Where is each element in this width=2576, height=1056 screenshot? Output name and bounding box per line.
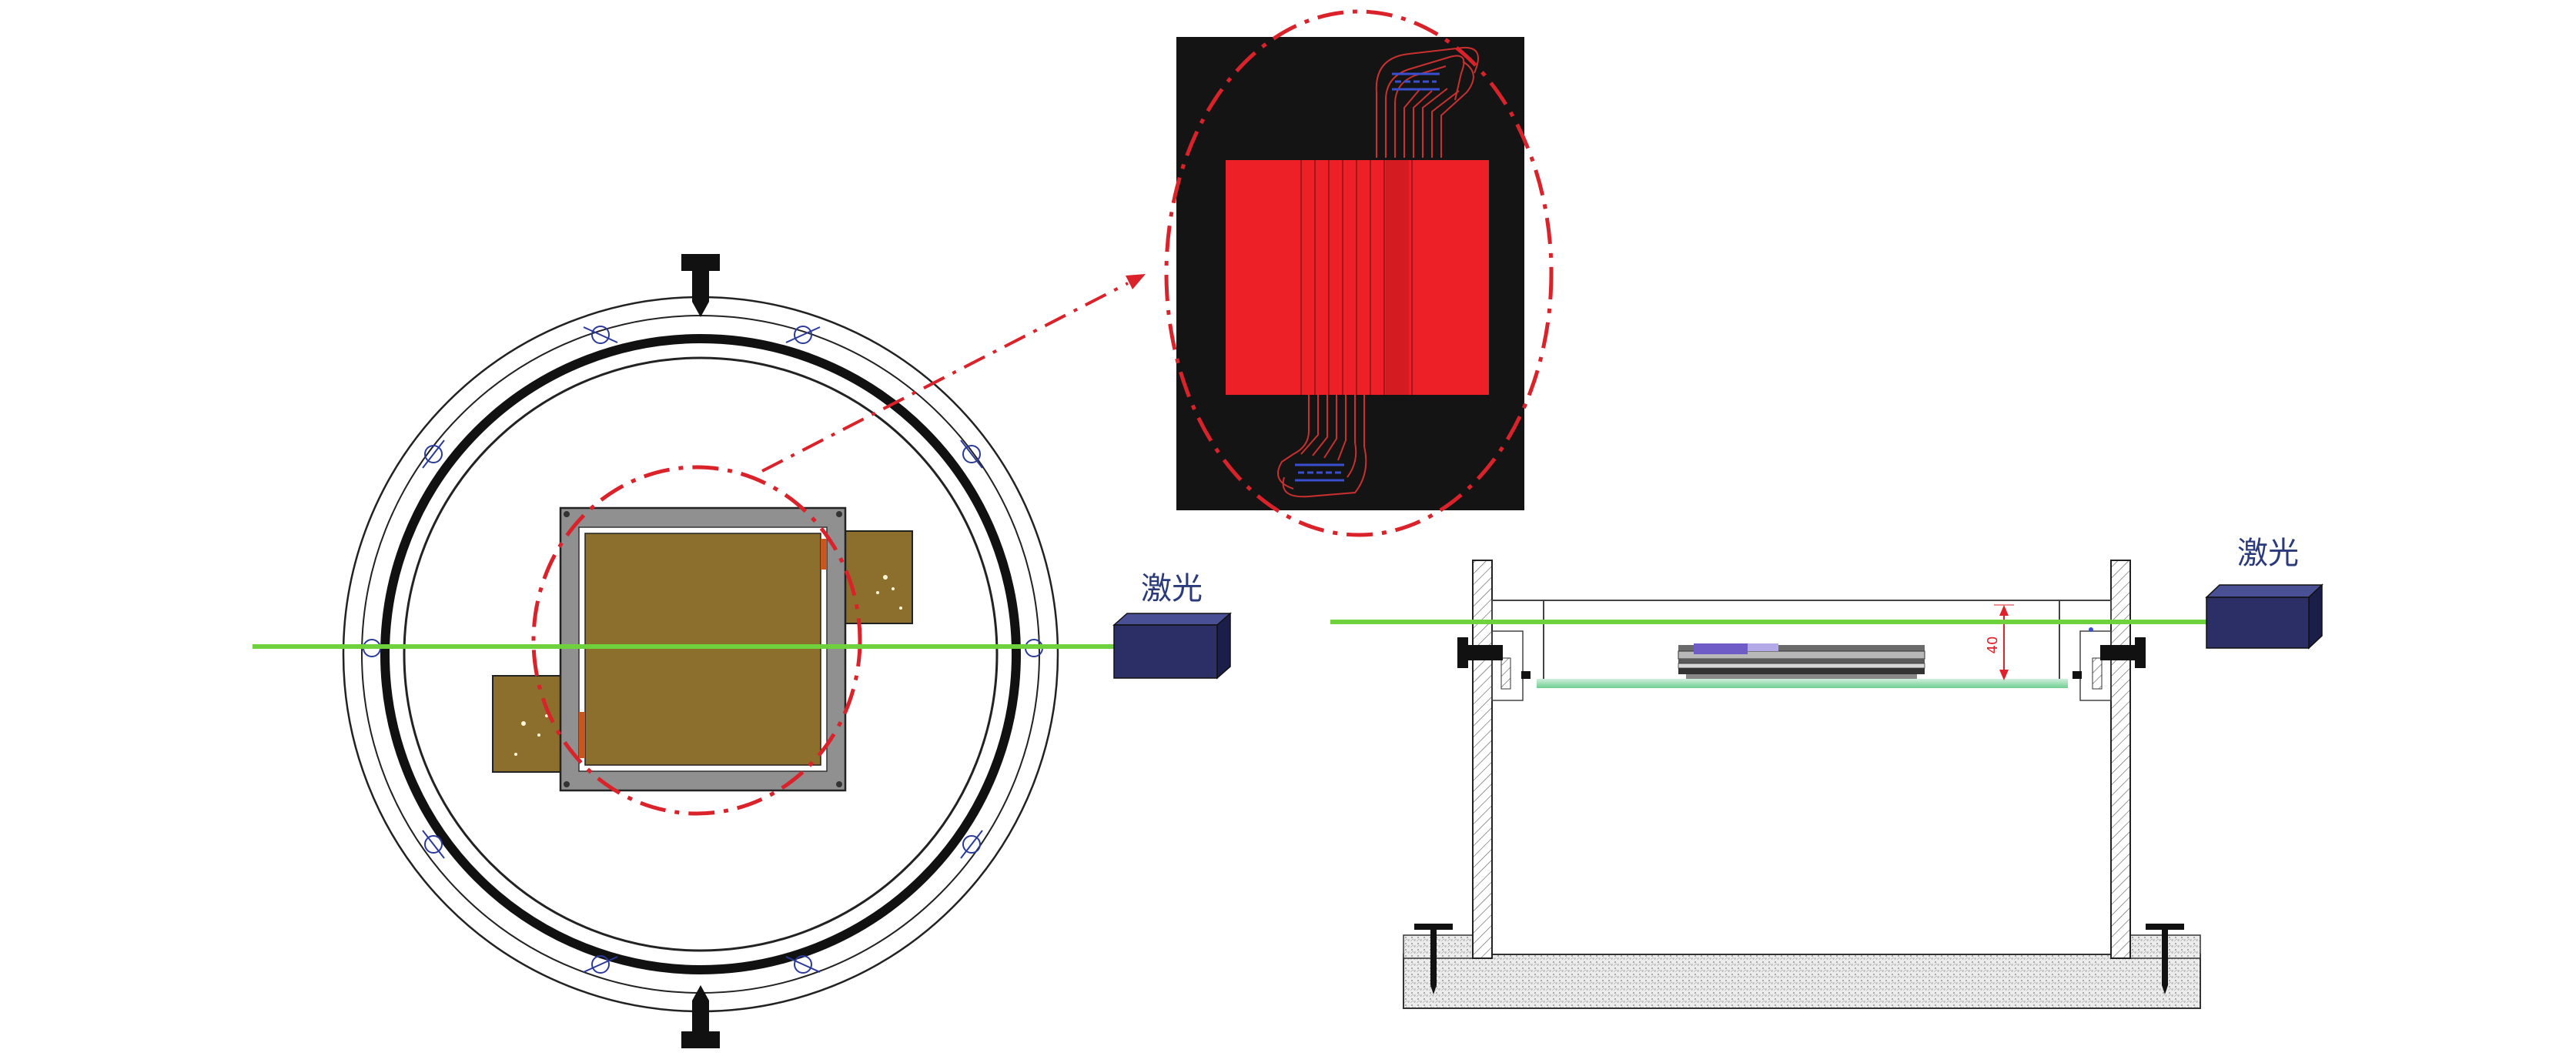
floor-screw-left-icon (1414, 924, 1453, 994)
bottom-screw-icon (681, 985, 720, 1048)
zoom-outline (1164, 9, 1554, 537)
chamber-inner-ring (403, 356, 999, 952)
side-bolt-right-icon (2073, 637, 2146, 679)
laser-label-top: 激光 (1141, 571, 1203, 607)
top-screw-icon (681, 254, 720, 317)
bolt-marker (960, 830, 983, 859)
electrode-band (1386, 160, 1409, 395)
sensing-area (1226, 160, 1489, 395)
side-bolt-left-icon (1457, 637, 1531, 679)
side-clamp-left (1491, 630, 1524, 701)
chamber-wall-right (2110, 560, 2131, 959)
bolt-marker (422, 830, 445, 859)
chamber-wall-ring (380, 334, 1021, 974)
bolt-marker (785, 326, 821, 344)
chip-frame (559, 506, 847, 792)
bolt-marker (583, 955, 618, 974)
sensor-stack (1678, 643, 1925, 679)
laser-source-top-icon (1112, 612, 1232, 680)
sensor-pads-bottom (1295, 463, 1344, 482)
bolt-marker (785, 955, 821, 974)
laser-label-side: 激光 (2237, 536, 2299, 571)
bolt-marker (422, 439, 445, 469)
sensor-traces-bottom (1277, 395, 1367, 498)
glass-plate (1537, 679, 2068, 688)
chamber-wall-left (1472, 560, 1493, 959)
side-clamp-right (2079, 630, 2112, 701)
zoom-connector-arrowhead (1126, 274, 1146, 289)
zoom-connector-line (761, 282, 1129, 473)
gap-dimension: 40 (1985, 604, 2014, 680)
side-view: 40 激光 (1330, 536, 2323, 1009)
base-floor (1403, 954, 2201, 1009)
sensor-pads-top (1392, 72, 1440, 91)
sensor-traces-top (1375, 46, 1479, 158)
bolt-marker (960, 439, 983, 469)
bolt-marker (583, 326, 618, 344)
zoom-detail (761, 9, 1554, 537)
zoom-region-marker (531, 465, 862, 816)
gap-dimension-label: 40 (1985, 637, 2001, 654)
top-view: 激光 (253, 254, 1232, 1048)
laser-source-side-icon (2205, 583, 2323, 650)
floor-screw-right-icon (2146, 924, 2184, 994)
